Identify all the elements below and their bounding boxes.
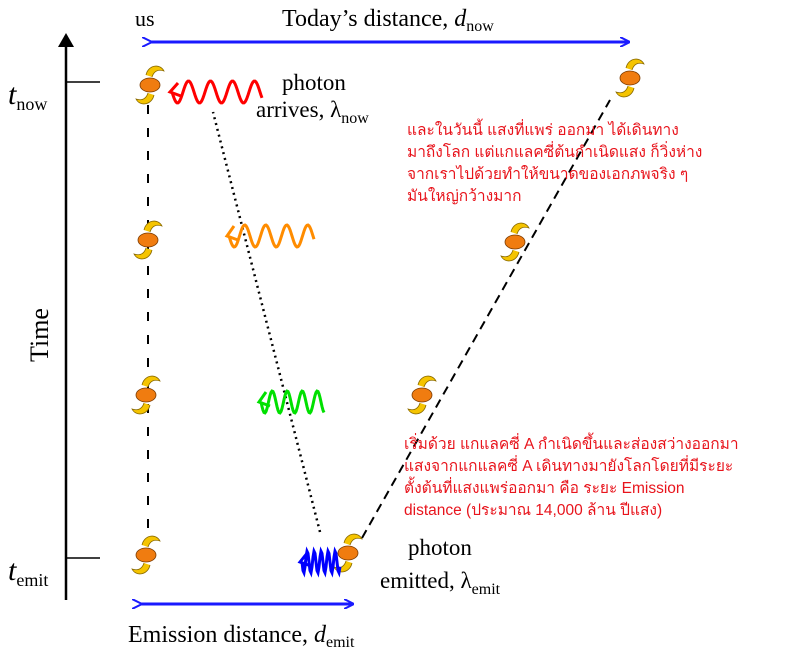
note-line: เริ่มด้วย แกแลคซี่ A กำเนิดขึ้นและส่องสว… — [404, 436, 739, 453]
note-line: แสงจากแกแลคซี่ A เดินทางมายังโลกโดยที่มี… — [404, 458, 734, 475]
our-galaxy-icon — [133, 220, 163, 260]
note-line: มันใหญ่กว้างมาก — [407, 188, 522, 205]
note-line: มาถึงโลก แต่แกแลคซี่ต้นกำเนิดแสง ก็วิ่งห… — [407, 144, 703, 161]
note-line: จากเราไปด้วยทำให้ขนาดของเอกภพจริง ๆ — [407, 166, 689, 183]
galaxy-a-icon — [407, 375, 437, 415]
photon-blue-wave — [297, 546, 342, 578]
note-line: และในวันนี้ แสงที่แพร่ ออกมา ได้เดินทาง — [407, 122, 679, 139]
emission-distance-label: Emission distance, demit — [128, 622, 355, 651]
note-emission: เริ่มด้วย แกแลคซี่ A กำเนิดขึ้นและส่องสว… — [404, 434, 739, 522]
photon-orange-wave — [224, 223, 316, 249]
note-line: distance (ประมาณ 14,000 ล้าน ปีแสง) — [404, 502, 663, 519]
t-emit-label: temit — [8, 554, 48, 590]
us-label: us — [135, 6, 155, 31]
note-today: และในวันนี้ แสงที่แพร่ ออกมา ได้เดินทาง … — [407, 120, 702, 208]
photon-emitted-line1: photon — [408, 535, 472, 560]
photon-red-wave — [167, 79, 264, 105]
photon-path — [211, 111, 322, 533]
galaxy-a-worldline — [361, 99, 611, 539]
our-galaxy-icon — [131, 375, 161, 415]
galaxy-a-now-icon — [615, 58, 645, 98]
our-galaxy-now-icon — [135, 65, 165, 105]
photon-arrives-line2: arrives, λnow — [256, 97, 369, 127]
time-axis-label: Time — [25, 308, 54, 362]
photon-green-wave — [256, 389, 326, 415]
t-now-label: tnow — [8, 78, 47, 114]
photon-emitted-line2: emitted, λemit — [380, 568, 501, 598]
our-galaxy-emit-icon — [131, 535, 161, 575]
photon-arrives-line1: photon — [282, 70, 346, 95]
today-distance-label: Today’s distance, dnow — [282, 6, 494, 35]
note-line: ตั้งต้นที่แสงแพร่ออกมา คือ ระยะ Emission — [404, 480, 685, 497]
galaxy-a-icon — [500, 222, 530, 262]
